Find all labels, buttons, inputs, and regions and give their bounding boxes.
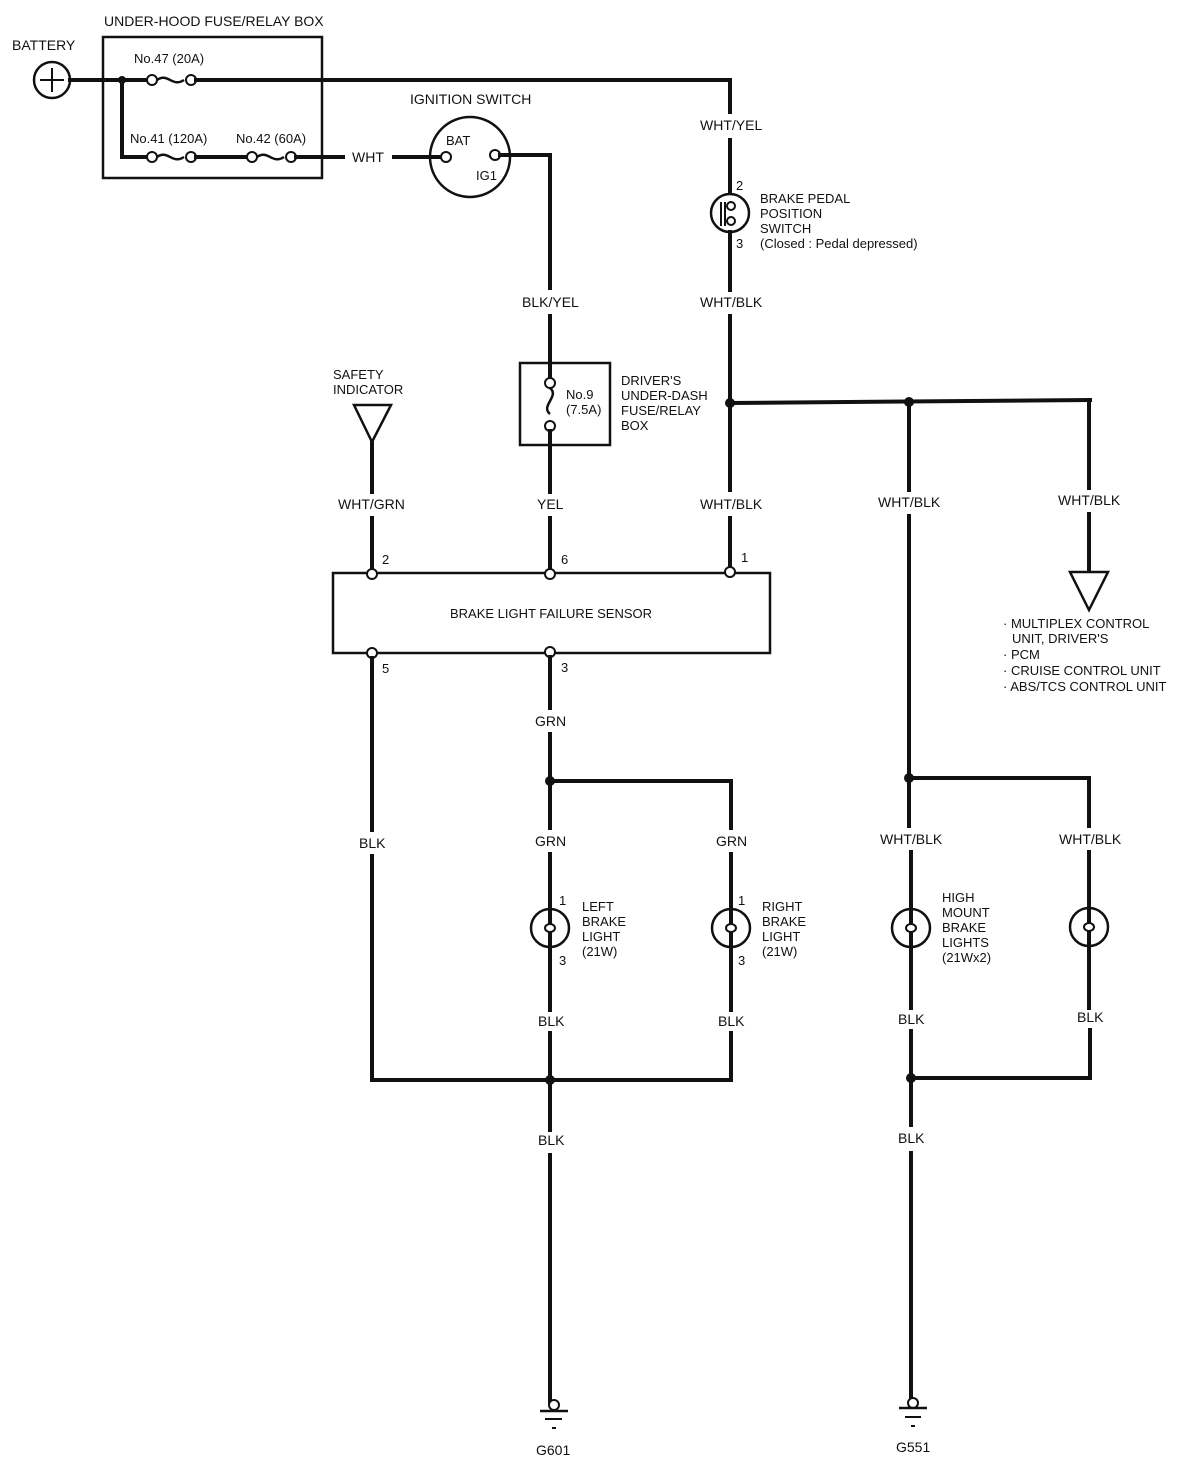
ground-g551-icon	[899, 1397, 927, 1427]
fuse-41-label: No.41 (120A)	[130, 131, 207, 146]
underdash-label-2: UNDER-DASH	[621, 388, 708, 403]
high-mount-label-1: HIGH	[942, 890, 975, 905]
sensor-pin-5-label: 5	[382, 661, 389, 676]
right-light-label-4: (21W)	[762, 944, 797, 959]
mux-target-1b: UNIT, DRIVER'S	[1012, 631, 1109, 646]
junction-dot	[545, 776, 555, 786]
wire-label-wht-blk-hm2: WHT/BLK	[1059, 831, 1122, 847]
fuse-9-label: No.9	[566, 387, 593, 402]
mux-target-4: · ABS/TCS CONTROL UNIT	[1003, 679, 1167, 694]
underdash-fuse-box	[518, 361, 612, 447]
failure-sensor-label: BRAKE LIGHT FAILURE SENSOR	[450, 606, 652, 621]
right-light-label-2: BRAKE	[762, 914, 806, 929]
safety-indicator-label-1: SAFETY	[333, 367, 384, 382]
underhood-fuse-box	[101, 35, 324, 180]
fuse-47-icon	[146, 74, 197, 86]
fuse-47-label: No.47 (20A)	[134, 51, 204, 66]
fuse-9-rating: (7.5A)	[566, 402, 601, 417]
ground-g601-label: G601	[536, 1442, 570, 1458]
high-mount-label-5: (21Wx2)	[942, 950, 991, 965]
wire-label-wht: WHT	[352, 149, 384, 165]
fuse-9-icon	[544, 377, 556, 432]
fuse-42-icon	[246, 151, 297, 163]
battery-icon	[32, 60, 72, 100]
right-light-label-1: RIGHT	[762, 899, 803, 914]
wire-label-blk-yel: BLK/YEL	[522, 294, 579, 310]
wire-label-blk-pin5: BLK	[359, 835, 386, 851]
right-light-pin-1: 1	[738, 893, 745, 908]
ignition-ig1-label: IG1	[476, 168, 497, 183]
ground-g551-label: G551	[896, 1439, 930, 1455]
underdash-label-1: DRIVER'S	[621, 373, 682, 388]
left-brake-light-bulb-icon	[529, 907, 571, 949]
sensor-pin-3-label: 3	[561, 660, 568, 675]
fuse-41-icon	[146, 151, 197, 163]
wire-label-blk-g551: BLK	[898, 1130, 925, 1146]
underhood-box-label: UNDER-HOOD FUSE/RELAY BOX	[104, 13, 324, 29]
wire-label-wht-blk-switch: WHT/BLK	[700, 294, 763, 310]
high-mount-label-2: MOUNT	[942, 905, 990, 920]
brake-switch-label-3: SWITCH	[760, 221, 811, 236]
wire-label-blk-left: BLK	[538, 1013, 565, 1029]
safety-indicator-label-2: INDICATOR	[333, 382, 403, 397]
wire-label-blk-g601: BLK	[538, 1132, 565, 1148]
wire-label-wht-blk-hm1: WHT/BLK	[880, 831, 943, 847]
fuse-42-label: No.42 (60A)	[236, 131, 306, 146]
mux-target-2: · PCM	[1003, 647, 1040, 662]
high-mount-label-4: LIGHTS	[942, 935, 989, 950]
wire-label-blk-hm1: BLK	[898, 1011, 925, 1027]
sensor-pin-6	[544, 568, 556, 580]
left-light-label-1: LEFT	[582, 899, 614, 914]
safety-indicator-icon	[352, 403, 394, 445]
junction-dot	[545, 1075, 555, 1085]
right-brake-light-bulb-icon	[710, 907, 752, 949]
wire-label-wht-yel: WHT/YEL	[700, 117, 762, 133]
underdash-label-4: BOX	[621, 418, 649, 433]
wire-label-blk-hm2: BLK	[1077, 1009, 1104, 1025]
junction-dot	[725, 398, 735, 408]
underdash-label-3: FUSE/RELAY	[621, 403, 701, 418]
brake-pedal-switch-icon	[709, 192, 751, 234]
wire-label-grn-left: GRN	[535, 833, 566, 849]
brake-switch-label-2: POSITION	[760, 206, 822, 221]
brake-switch-pin-2: 2	[736, 178, 743, 193]
wire-label-yel: YEL	[537, 496, 564, 512]
ignition-switch-icon	[392, 115, 512, 199]
wire-label-wht-blk-mux: WHT/BLK	[1058, 492, 1121, 508]
left-light-label-3: LIGHT	[582, 929, 620, 944]
left-light-pin-3: 3	[559, 953, 566, 968]
mux-target-3: · CRUISE CONTROL UNIT	[1003, 663, 1161, 678]
brake-switch-label-1: BRAKE PEDAL	[760, 191, 850, 206]
wire-label-blk-right: BLK	[718, 1013, 745, 1029]
sensor-pin-6-label: 6	[561, 552, 568, 567]
multiplex-arrow-icon	[1067, 570, 1111, 613]
sensor-pin-1	[724, 566, 736, 578]
left-light-label-4: (21W)	[582, 944, 617, 959]
junction-dot	[906, 1073, 916, 1083]
right-light-pin-3: 3	[738, 953, 745, 968]
high-mount-bulb-1-icon	[890, 907, 932, 949]
wire-label-wht-blk-pin1: WHT/BLK	[700, 496, 763, 512]
right-light-label-3: LIGHT	[762, 929, 800, 944]
sensor-pin-2-label: 2	[382, 552, 389, 567]
sensor-pin-1-label: 1	[741, 550, 748, 565]
wire-label-grn-main: GRN	[535, 713, 566, 729]
ignition-switch-label: IGNITION SWITCH	[410, 91, 531, 107]
sensor-pin-2	[366, 568, 378, 580]
left-light-pin-1: 1	[559, 893, 566, 908]
mux-target-1: · MULTIPLEX CONTROL	[1003, 616, 1149, 631]
brake-switch-pin-3-label: 3	[736, 236, 743, 251]
high-mount-label-3: BRAKE	[942, 920, 986, 935]
wire-label-wht-blk-hm: WHT/BLK	[878, 494, 941, 510]
brake-switch-label-4: (Closed : Pedal depressed)	[760, 236, 918, 251]
left-light-label-2: BRAKE	[582, 914, 626, 929]
ground-g601-icon	[540, 1399, 568, 1429]
high-mount-bulb-2-icon	[1068, 906, 1110, 948]
wire-label-wht-grn: WHT/GRN	[338, 496, 405, 512]
battery-label: BATTERY	[12, 37, 76, 53]
wire-label-grn-right: GRN	[716, 833, 747, 849]
ignition-bat-label: BAT	[446, 133, 470, 148]
